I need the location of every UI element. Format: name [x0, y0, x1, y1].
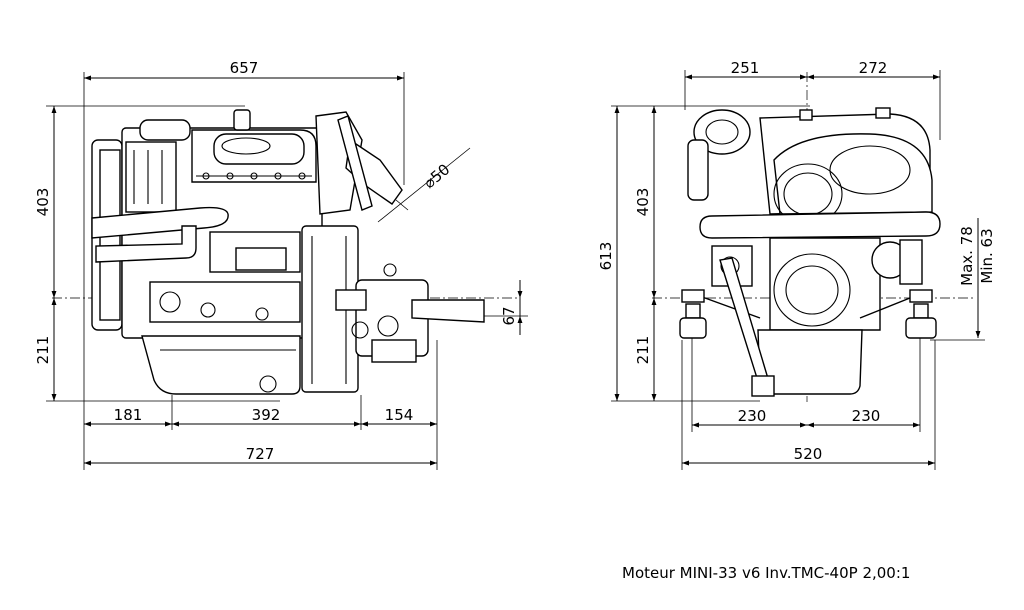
dim-side-727: 727 — [246, 445, 275, 463]
dim-front-230-left: 230 — [738, 407, 767, 425]
dim-front-min-63: Min. 63 — [978, 228, 996, 283]
dim-front-520: 520 — [794, 445, 823, 463]
dim-front-403: 403 — [634, 188, 652, 217]
front-view: 251 272 613 403 211 Max. 78 Min. 63 230 … — [597, 59, 996, 470]
dim-side-181: 181 — [114, 406, 143, 424]
dim-side-403: 403 — [34, 188, 52, 217]
dim-front-613: 613 — [597, 242, 615, 271]
dim-side-392: 392 — [252, 406, 281, 424]
dim-front-211: 211 — [634, 336, 652, 365]
dim-front-230-right: 230 — [852, 407, 881, 425]
front-engine-drawing — [679, 107, 941, 397]
dim-side-657: 657 — [230, 59, 259, 77]
dim-front-max-78: Max. 78 — [958, 226, 976, 286]
side-engine-drawing — [91, 109, 485, 395]
drawing-caption: Moteur MINI-33 v6 Inv.TMC-40P 2,00:1 — [622, 564, 911, 582]
dim-side-67: 67 — [500, 306, 518, 325]
dim-side-211: 211 — [34, 336, 52, 365]
dim-front-272: 272 — [859, 59, 888, 77]
dim-side-154: 154 — [385, 406, 414, 424]
dim-front-251: 251 — [731, 59, 760, 77]
side-view: 657 403 211 181 392 154 727 67 ⌀50 — [34, 59, 528, 470]
